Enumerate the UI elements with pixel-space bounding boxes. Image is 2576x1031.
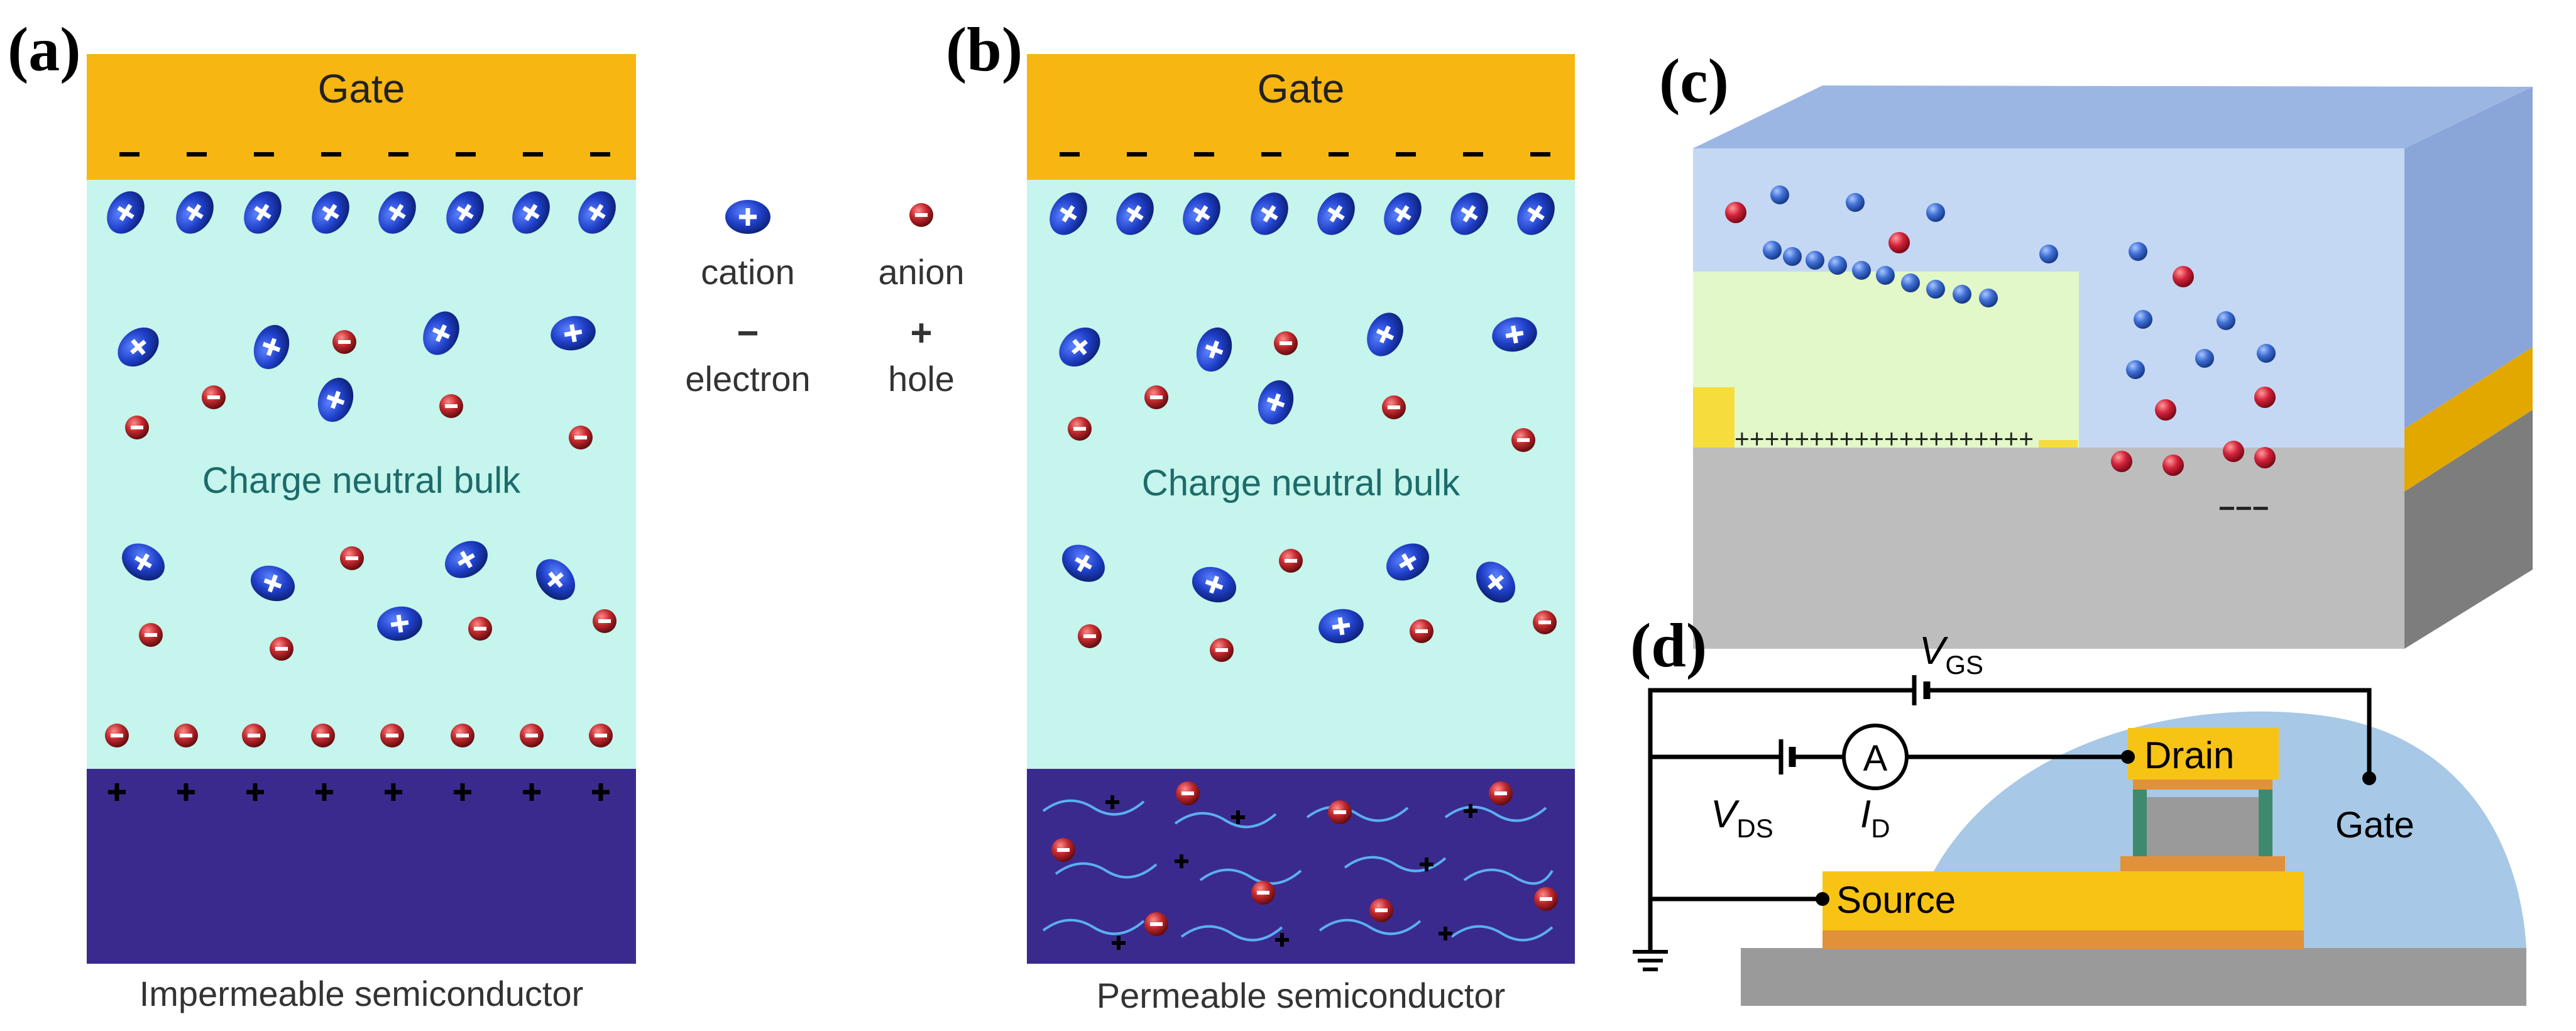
- substrate-front: [1693, 448, 2404, 649]
- electrolyte: [1027, 180, 1575, 769]
- electrolyte: [87, 180, 636, 769]
- substrate-side: [2404, 410, 2533, 649]
- panel-a: (a) Gate: [8, 14, 636, 1013]
- electrolyte-side: [2404, 87, 2533, 429]
- vgs-sub: GS: [1945, 650, 1983, 680]
- gate-electron-row: [119, 152, 610, 157]
- hole-symbol: +: [910, 312, 932, 354]
- source-interlayer: [2120, 856, 2285, 871]
- panel-d: (d) Source Drain: [1630, 610, 2526, 1006]
- panel-a-label: (a): [8, 14, 81, 84]
- id-main: I: [1860, 793, 1871, 836]
- electron-row-text: −−−: [2218, 492, 2269, 524]
- semiconductor-label: Permeable semiconductor: [1097, 976, 1506, 1015]
- electron-label: electron: [685, 359, 810, 399]
- ammeter: [1842, 724, 1909, 790]
- anion-label: anion: [878, 252, 964, 292]
- cation-label: cation: [701, 252, 794, 292]
- bulk-label: Charge neutral bulk: [202, 460, 521, 501]
- circuit-wires: [1648, 688, 2372, 951]
- substrate-gold-side: [2404, 347, 2533, 492]
- drain-electrode: [2128, 728, 2279, 780]
- panel-c: (c) ++++++++++++++++++++ −−−: [1659, 46, 2533, 649]
- semiconductor-holes: [1105, 795, 1477, 950]
- gate-terminal-label: Gate: [2335, 805, 2414, 846]
- drain-underlayer: [2133, 778, 2272, 790]
- source-contact: [1693, 387, 1735, 448]
- gate-label: Gate: [1258, 66, 1345, 111]
- cation-icon: [725, 200, 770, 234]
- panel-d-label: (d): [1630, 610, 1707, 680]
- source-electrode: [1822, 871, 2304, 930]
- semiconductor-core: [2147, 797, 2259, 863]
- polymer-chains: [1042, 799, 1554, 942]
- hole-label: hole: [888, 359, 955, 399]
- bulk-label: Charge neutral bulk: [1142, 463, 1461, 504]
- vds-battery: [1779, 739, 1796, 775]
- gate-contact-dot: [2362, 771, 2376, 785]
- vds-label: VDS: [1711, 793, 1773, 843]
- panel-c-label: (c): [1659, 46, 1729, 116]
- vds-sub: DS: [1736, 813, 1773, 843]
- substrate: [1741, 948, 2526, 1006]
- insulator-right: [2259, 788, 2272, 871]
- gate-electrode: [1027, 54, 1575, 180]
- ground-icon: [1633, 950, 1668, 971]
- id-sub: D: [1871, 813, 1890, 843]
- gate-electrode: [87, 54, 636, 180]
- hole-row: [108, 783, 610, 801]
- gate-electron-row: [1060, 152, 1550, 157]
- vds-main: V: [1711, 793, 1740, 836]
- panel-b-label: (b): [946, 14, 1022, 84]
- insulator-left: [2133, 788, 2147, 871]
- semiconductor-channel: [1693, 272, 2079, 448]
- gate-label: Gate: [318, 66, 405, 111]
- impermeable-semiconductor: [87, 769, 636, 964]
- drain-label: Drain: [2144, 734, 2234, 776]
- electrolyte-top: [1693, 85, 2533, 148]
- electron-symbol: −: [737, 312, 759, 354]
- semiconductor-label: Impermeable semiconductor: [140, 974, 584, 1013]
- vgs-main: V: [1919, 629, 1949, 673]
- vgs-battery: [1912, 675, 1931, 705]
- source-underlayer: [1822, 929, 2304, 949]
- anion-icon: [909, 203, 933, 227]
- legend: cation anion − electron + hole: [685, 200, 965, 399]
- panel-b: (b) Gate: [946, 14, 1575, 1015]
- hole-row-text: ++++++++++++++++++++: [1735, 424, 2034, 453]
- source-contact-dot: [1816, 892, 1829, 906]
- id-label: ID: [1860, 793, 1890, 843]
- ammeter-label: A: [1863, 738, 1888, 779]
- drain-contact-dot: [2121, 750, 2135, 764]
- vgs-label: VGS: [1919, 629, 1983, 680]
- source-label: Source: [1836, 879, 1956, 921]
